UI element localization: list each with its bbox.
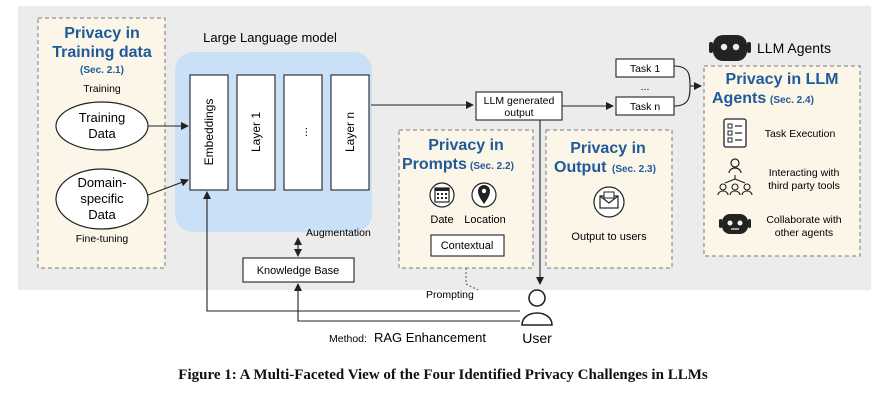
training-section: Privacy in Training data (Sec. 2.1) Trai… — [37, 17, 166, 269]
output-title-line2: Output — [554, 159, 607, 176]
contextual-box — [430, 234, 505, 257]
output-sec: (Sec. 2.3) — [612, 164, 656, 175]
prompts-sec: (Sec. 2.2) — [470, 161, 514, 172]
figure-caption: Figure 1: A Multi-Faceted View of the Fo… — [178, 367, 708, 383]
network-people-icon — [717, 158, 753, 196]
training-data-line2: Data — [88, 126, 116, 141]
generated-output-line1: LLM generated — [484, 95, 555, 107]
interacting-line2: third party tools — [768, 180, 840, 192]
prompting-label: Prompting — [426, 289, 474, 301]
layer-dots-block — [283, 74, 323, 191]
prompts-title-line1: Privacy in — [428, 137, 504, 154]
layer1-label: Layer 1 — [249, 112, 263, 152]
collaborate-line1: Collaborate with — [766, 214, 841, 226]
embeddings-label: Embeddings — [202, 99, 216, 166]
interacting-line1: Interacting with — [769, 167, 840, 179]
generated-output-line2: output — [504, 107, 533, 119]
task-execution-label: Task Execution — [765, 128, 836, 140]
method-prefix: Method: — [329, 333, 367, 345]
embeddings-block — [189, 74, 229, 191]
augmentation-label: Augmentation — [306, 227, 371, 239]
training-sec: (Sec. 2.1) — [80, 65, 124, 76]
training-title-line2: Training data — [52, 44, 152, 61]
arrow-user-to-knowledge-base — [294, 283, 520, 322]
agents-title-line1: Privacy in LLM — [726, 71, 839, 88]
arrow-user-to-embeddings — [203, 191, 520, 312]
layern-block — [330, 74, 370, 191]
output-title-line1: Privacy in — [570, 140, 646, 157]
task-ellipsis: ... — [641, 81, 650, 93]
date-label: Date — [430, 214, 453, 226]
checklist-icon — [723, 118, 747, 148]
knowledge-base-box — [242, 257, 355, 283]
knowledge-base-label: Knowledge Base — [257, 265, 340, 277]
location-label: Location — [464, 214, 506, 226]
layern-label: Layer n — [343, 112, 357, 152]
llm-section: Large Language model Embeddings Layer 1 … — [175, 30, 372, 232]
llm-title: Large Language model — [203, 30, 337, 45]
prompting-connector — [465, 268, 479, 291]
prompts-section: Privacy in Prompts (Sec. 2.2) Date Locat… — [398, 129, 534, 269]
domain-data-line3: Data — [88, 207, 116, 222]
output-section: Privacy in Output (Sec. 2.3) Output to u… — [545, 129, 673, 269]
layer-dots-label: ... — [296, 127, 310, 137]
domain-data-node — [55, 168, 149, 230]
training-data-line1: Training — [79, 110, 125, 125]
finetuning-label: Fine-tuning — [76, 233, 129, 245]
agents-section: Privacy in LLM Agents (Sec. 2.4) Task Ex… — [703, 65, 861, 257]
layer1-block — [236, 74, 276, 191]
arrow-domain-to-embeddings — [147, 178, 189, 196]
training-title-line1: Privacy in — [64, 25, 140, 42]
robot-small-icon — [719, 214, 751, 234]
collaborate-line2: other agents — [775, 227, 833, 239]
task1-label: Task 1 — [630, 63, 661, 75]
agents-title-line2: Agents — [712, 90, 766, 107]
mail-icon — [593, 186, 625, 218]
contextual-label: Contextual — [441, 240, 494, 252]
generated-output-box — [475, 91, 563, 121]
method-value: RAG Enhancement — [374, 330, 486, 345]
prompts-title-line2: Prompts — [402, 156, 467, 173]
domain-data-line1: Domain- — [77, 175, 126, 190]
output-to-users-label: Output to users — [571, 231, 647, 243]
training-label: Training — [83, 83, 121, 95]
agents-header-label: LLM Agents — [757, 40, 831, 56]
task1-box — [615, 58, 675, 78]
agents-sec: (Sec. 2.4) — [770, 95, 814, 106]
taskn-label: Task n — [630, 101, 661, 113]
robot-icon — [709, 35, 751, 61]
user-icon — [521, 289, 553, 326]
domain-data-line2: specific — [80, 191, 124, 206]
location-pin-icon — [471, 182, 497, 208]
agents-header: LLM Agents — [709, 35, 831, 61]
user-label: User — [522, 330, 552, 346]
calendar-icon — [429, 182, 455, 208]
